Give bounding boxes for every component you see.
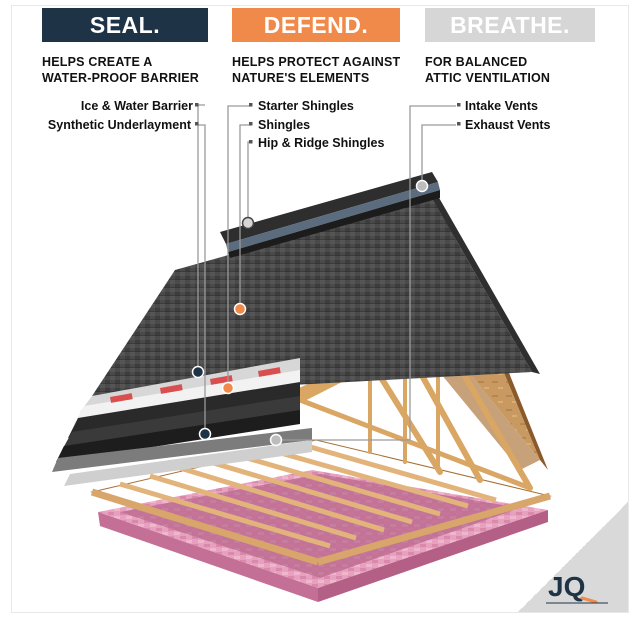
subtitle-breathe: FOR BALANCED ATTIC VENTILATION <box>425 55 551 85</box>
marker-ice-water-barrier <box>191 365 205 379</box>
marker-synthetic-underlayment <box>198 427 212 441</box>
label-intake-vents: Intake Vents <box>465 99 538 113</box>
label-starter-shingles: Starter Shingles <box>258 99 354 113</box>
label-ice-water-barrier: Ice & Water Barrier <box>80 99 193 113</box>
marker-shingles <box>233 302 247 316</box>
callout-markers <box>191 179 429 447</box>
label-hip-ridge-shingles: Hip & Ridge Shingles <box>258 136 385 150</box>
ridge-shingles <box>220 172 440 258</box>
ceiling-joists <box>90 439 552 566</box>
subtitle-defend: HELPS PROTECT AGAINST NATURE'S ELEMENTS <box>232 55 401 85</box>
logo-text: JQ <box>548 571 585 602</box>
underlayment-layers <box>52 358 312 486</box>
logo-mark: JQ <box>546 571 608 604</box>
marker-hip-ridge-shingles <box>241 216 255 230</box>
roof-shingles <box>92 196 540 396</box>
label-exhaust-vents: Exhaust Vents <box>465 118 551 132</box>
marker-intake-vents <box>269 433 283 447</box>
banner-defend: DEFEND. <box>232 8 400 42</box>
brand-logo: JQ <box>546 570 608 604</box>
banner-breathe: BREATHE. <box>425 8 595 42</box>
label-shingles: Shingles <box>258 118 311 132</box>
label-synthetic-underlayment: Synthetic Underlayment <box>47 118 191 132</box>
marker-starter-shingles <box>221 381 235 395</box>
subtitle-seal: HELPS CREATE A WATER-PROOF BARRIER <box>42 55 200 85</box>
marker-exhaust-vents <box>415 179 429 193</box>
banner-seal: SEAL. <box>42 8 208 42</box>
